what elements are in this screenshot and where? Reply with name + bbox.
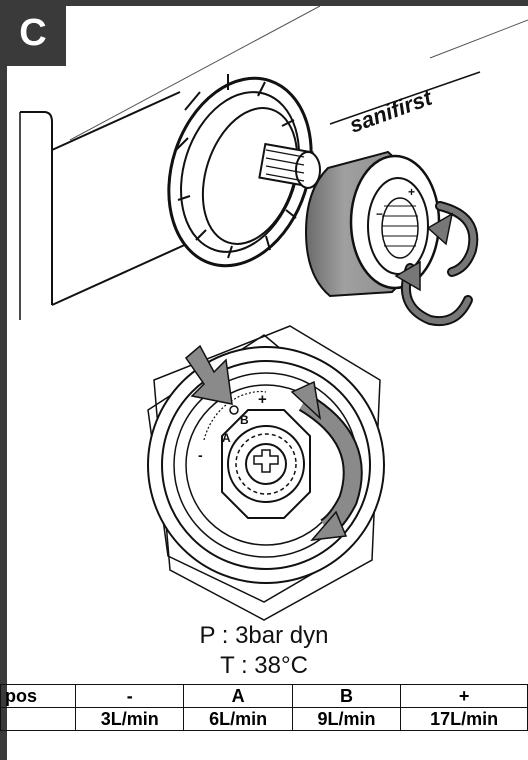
temperature-condition: T : 38°C xyxy=(220,652,308,679)
brand-logo: sanifirst xyxy=(329,71,481,138)
cartridge-cylinder: + − xyxy=(304,150,441,298)
row-header-pos: pos xyxy=(0,684,76,708)
frame-left-border xyxy=(0,0,7,760)
svg-text:+: + xyxy=(408,185,415,199)
pressure-condition: P : 3bar dyn xyxy=(199,622,329,649)
flow-minus: 3L/min xyxy=(74,707,185,731)
dial-marks: - A B + xyxy=(198,390,267,463)
dial-mark-b: B xyxy=(240,413,249,427)
assembly-illustration: sanifirst + − xyxy=(19,6,528,621)
position-b: B xyxy=(291,684,402,708)
dial-mark-minus: - xyxy=(198,447,203,463)
position-a: A xyxy=(183,684,293,708)
pointer-arrow-icon xyxy=(184,344,233,405)
row-header-empty xyxy=(0,707,76,731)
rotate-arrow-lower xyxy=(290,380,363,541)
table-row-flows: 3L/min 6L/min 9L/min 17L/min xyxy=(0,707,528,731)
frame-top-border xyxy=(0,0,528,6)
housing-body xyxy=(19,6,528,320)
cap-nut xyxy=(167,74,321,268)
rotate-arrow-upper xyxy=(394,201,479,326)
flow-plus: 17L/min xyxy=(400,707,528,731)
position-minus: - xyxy=(74,684,185,708)
section-label: C xyxy=(0,0,66,66)
position-plus: + xyxy=(400,684,528,708)
bottom-margin xyxy=(0,735,528,760)
table-row-positions: pos - A B + xyxy=(0,684,528,708)
svg-text:−: − xyxy=(376,207,383,221)
dial-mark-plus: + xyxy=(258,391,267,408)
dial-mark-a: A xyxy=(222,431,231,445)
flow-rate-table: pos - A B + 3L/min 6L/min 9L/min 17L/min xyxy=(0,684,528,731)
flow-a: 6L/min xyxy=(183,707,293,731)
flow-b: 9L/min xyxy=(291,707,402,731)
